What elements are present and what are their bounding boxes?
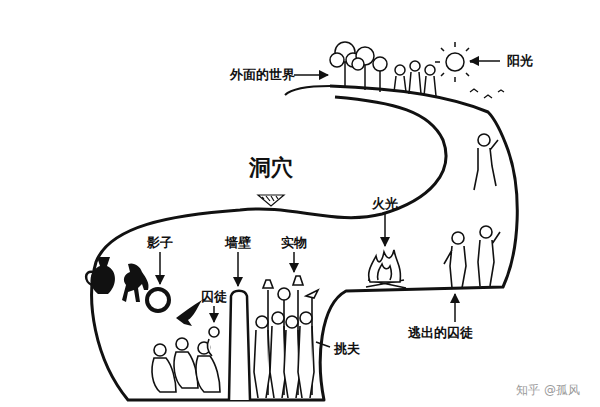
- ring-shadow: [147, 289, 169, 311]
- object-label: 实物: [281, 235, 307, 251]
- ground-line: [285, 86, 330, 95]
- prisoner-label: 囚徒: [201, 289, 227, 305]
- carriers: [254, 276, 318, 398]
- horse-shadow: [122, 263, 149, 302]
- carrier-label: 挑夫: [334, 341, 360, 357]
- outside-label: 外面的世界: [230, 67, 295, 83]
- sun-label: 阳光: [507, 53, 533, 69]
- escaped-label: 逃出的囚徒: [408, 325, 473, 341]
- cave-outline: [92, 86, 518, 400]
- trees: [330, 42, 387, 92]
- hatched-arrow: [258, 195, 284, 206]
- bird-shadow: [176, 300, 202, 326]
- watermark: 知乎 @孤风: [516, 383, 580, 397]
- fire: [366, 250, 406, 288]
- birds: [470, 89, 504, 98]
- escaping-prisoners: [444, 134, 500, 288]
- prisoners: [152, 327, 220, 392]
- leader-lines: [160, 61, 500, 347]
- people-outside: [394, 61, 436, 96]
- sun: [435, 42, 474, 82]
- fire-label: 火光: [372, 196, 398, 212]
- wall: [229, 291, 250, 400]
- wall-label: 墙壁: [225, 235, 251, 251]
- vase-handle: [86, 272, 93, 285]
- vase-shadow: [91, 257, 115, 294]
- cave-title: 洞穴: [249, 155, 293, 181]
- shadow-label: 影子: [147, 235, 173, 251]
